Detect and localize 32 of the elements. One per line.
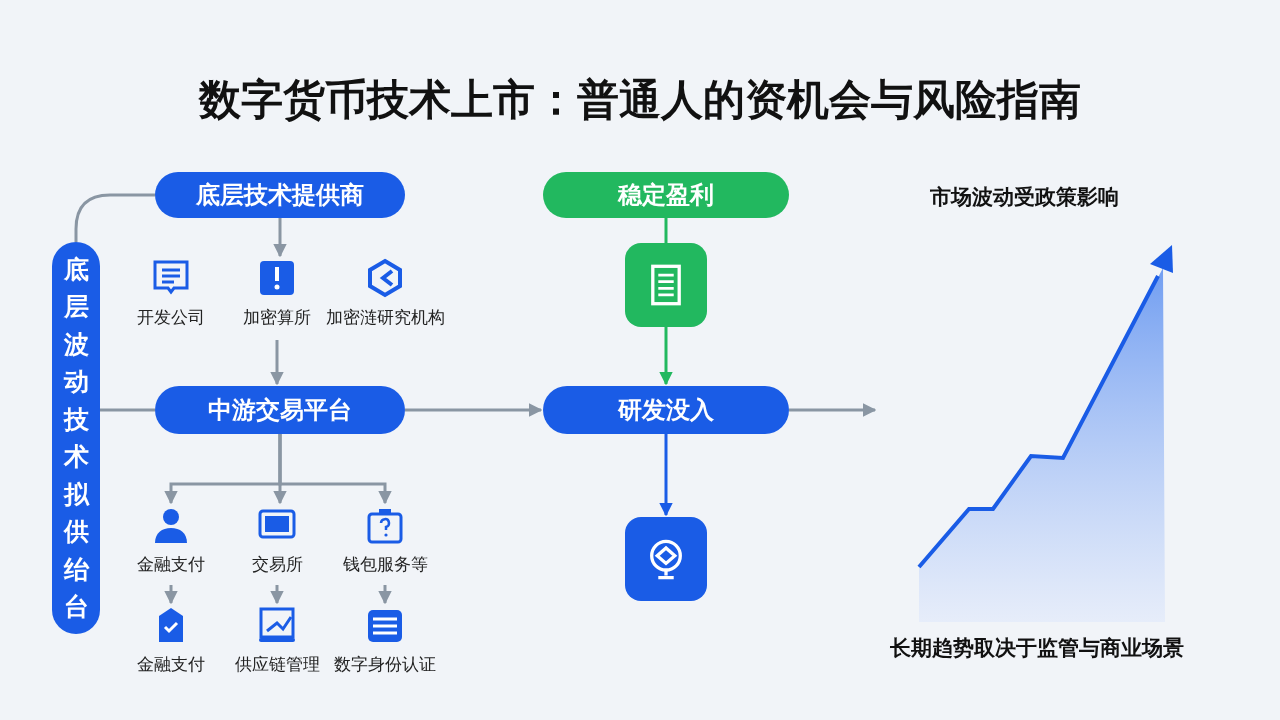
arrow	[378, 585, 392, 605]
arrow	[164, 585, 178, 605]
icon-label: 开发公司	[137, 306, 205, 329]
icon-label: 金融支付	[137, 553, 205, 576]
arrow	[270, 585, 284, 605]
connector-line	[74, 193, 155, 242]
icon-label: 钱包服务等	[342, 553, 428, 576]
arrow	[270, 340, 284, 386]
arrow	[273, 218, 287, 258]
icon-label: 加密涟研究机构	[325, 306, 445, 329]
process-pill: 稳定盈利	[543, 172, 789, 218]
arrow	[789, 403, 877, 417]
icon-label: 加密算所	[243, 306, 311, 329]
chart-note: 市场波动受政策影响	[930, 184, 1119, 211]
process-pill: 底层技术提供商	[155, 172, 405, 218]
icon-label: 数字身份认证	[334, 653, 436, 676]
connector-line	[664, 218, 668, 243]
arrow	[659, 327, 673, 386]
chart-note: 长期趋势取决于监管与商业场景	[890, 635, 1184, 662]
arrow	[659, 434, 673, 517]
icon-label: 交易所	[251, 553, 303, 576]
arrow	[405, 403, 543, 417]
icon-label: 供应链管理	[234, 653, 320, 676]
connector-line	[100, 408, 155, 412]
icon-label: 金融支付	[137, 653, 205, 676]
title: 数字货币技术上市：普通人的资机会与风险指南	[197, 74, 1082, 126]
process-pill: 研发没入	[543, 386, 789, 434]
vertical-bar: 底层波动技术拟供绐台	[52, 242, 100, 634]
process-pill: 中游交易平台	[155, 386, 405, 434]
icon-tile	[625, 517, 707, 601]
arrow	[278, 434, 392, 505]
icon-tile	[625, 243, 707, 327]
